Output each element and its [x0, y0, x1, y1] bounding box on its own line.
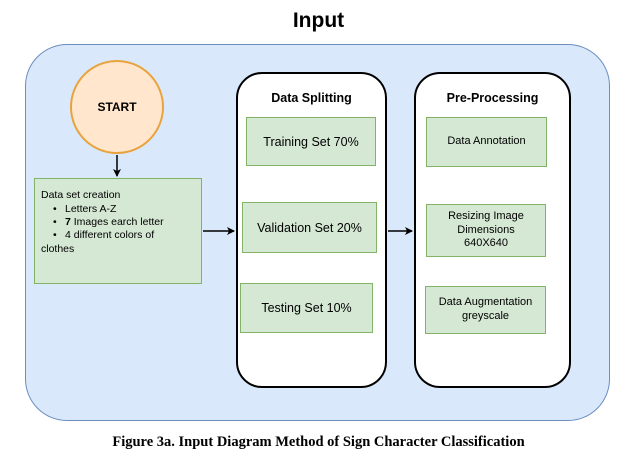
dataset-creation-box: Data set creation Letters A-Z 7 Images e…: [34, 178, 202, 284]
training-set-box: Training Set 70%: [246, 117, 376, 166]
dataset-item-letters: Letters A-Z: [41, 203, 193, 216]
dataset-creation-heading: Data set creation: [41, 189, 121, 201]
start-label: START: [97, 100, 137, 114]
data-augmentation-box: Data Augmentation greyscale: [425, 286, 546, 334]
resizing-image-box: Resizing Image Dimensions 640X640: [426, 204, 546, 257]
dataset-creation-list: Letters A-Z 7 Images earch letter 4 diff…: [41, 203, 193, 256]
dataset-item-colors: 4 different colors of: [41, 229, 193, 242]
dataset-item-images: 7 Images earch letter: [41, 216, 193, 229]
pre-processing-title: Pre-Processing: [446, 91, 539, 105]
dataset-item-colors-continuation: clothes: [41, 242, 75, 255]
start-node: START: [70, 60, 164, 154]
figure-caption: Figure 3a. Input Diagram Method of Sign …: [112, 434, 525, 450]
testing-set-box: Testing Set 10%: [240, 283, 373, 333]
diagram-title: Input: [292, 9, 345, 32]
data-annotation-box: Data Annotation: [426, 117, 547, 167]
validation-set-box: Validation Set 20%: [242, 202, 377, 253]
data-splitting-title: Data Splitting: [271, 91, 352, 105]
